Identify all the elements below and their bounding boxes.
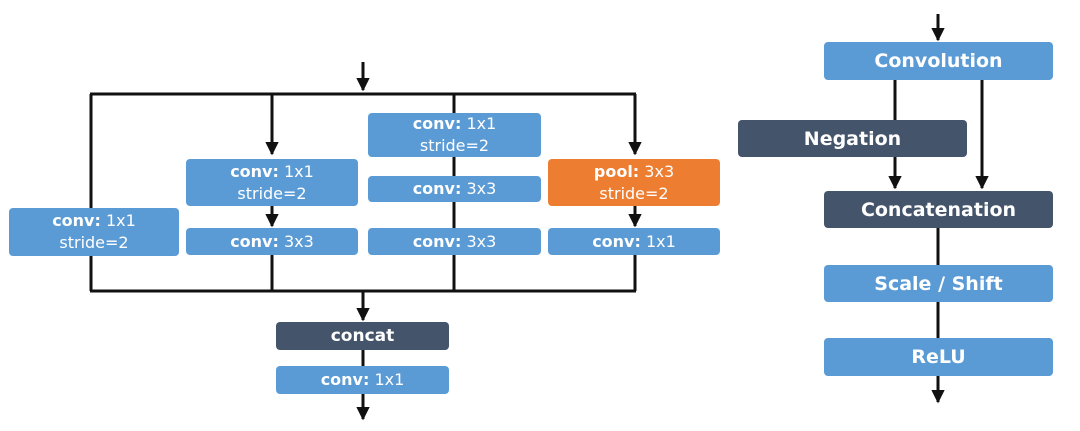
op-label: pool:: [593, 161, 640, 181]
negation-box: Negation: [738, 120, 967, 157]
stride-label: stride=2: [419, 136, 490, 155]
op-label: conv:: [412, 114, 462, 133]
kernel-size: 3x3: [644, 161, 675, 181]
kernel-size: 1x1: [466, 114, 497, 133]
relu-box: ReLU: [824, 338, 1053, 376]
branch1-conv-box: conv: 1x1 stride=2: [9, 208, 179, 256]
kernel-size: 1x1: [283, 161, 314, 181]
op-label: conv:: [52, 211, 101, 230]
kernel-size: 1x1: [105, 211, 136, 230]
concatenation-label: Concatenation: [860, 198, 1017, 221]
op-label: conv:: [320, 370, 370, 389]
convolution-box: Convolution: [824, 42, 1053, 80]
branch3-conv3-box: conv: 3x3: [368, 228, 541, 255]
scale-shift-label: Scale / Shift: [874, 272, 1003, 295]
convolution-label: Convolution: [874, 50, 1003, 72]
branch2-conv1-box: conv: 1x1 stride=2: [186, 159, 358, 206]
op-label: conv:: [230, 161, 279, 181]
scale-shift-box: Scale / Shift: [824, 265, 1053, 302]
kernel-size: 1x1: [374, 370, 405, 389]
op-label: conv:: [412, 179, 462, 198]
kernel-size: 3x3: [283, 231, 314, 251]
concat-label: concat: [330, 326, 395, 346]
kernel-size: 3x3: [466, 231, 497, 251]
concat-box: concat: [276, 322, 449, 350]
op-label: conv:: [412, 231, 462, 251]
branch2-conv2-box: conv: 3x3: [186, 228, 358, 255]
branch3-conv2-box: conv: 3x3: [368, 176, 541, 202]
op-label: conv:: [230, 231, 279, 251]
final-conv-box: conv: 1x1: [276, 366, 449, 394]
stride-label: stride=2: [59, 233, 129, 252]
branch3-conv1-box: conv: 1x1 stride=2: [368, 113, 541, 157]
concatenation-box: Concatenation: [824, 191, 1053, 228]
kernel-size: 3x3: [466, 179, 497, 198]
relu-label: ReLU: [911, 346, 966, 368]
negation-label: Negation: [803, 127, 902, 150]
kernel-size: 1x1: [645, 231, 676, 251]
branch4-pool-box: pool: 3x3 stride=2: [548, 159, 720, 206]
stride-label: stride=2: [237, 183, 307, 203]
stride-label: stride=2: [599, 183, 669, 203]
op-label: conv:: [592, 231, 641, 251]
branch4-conv-box: conv: 1x1: [548, 228, 720, 255]
